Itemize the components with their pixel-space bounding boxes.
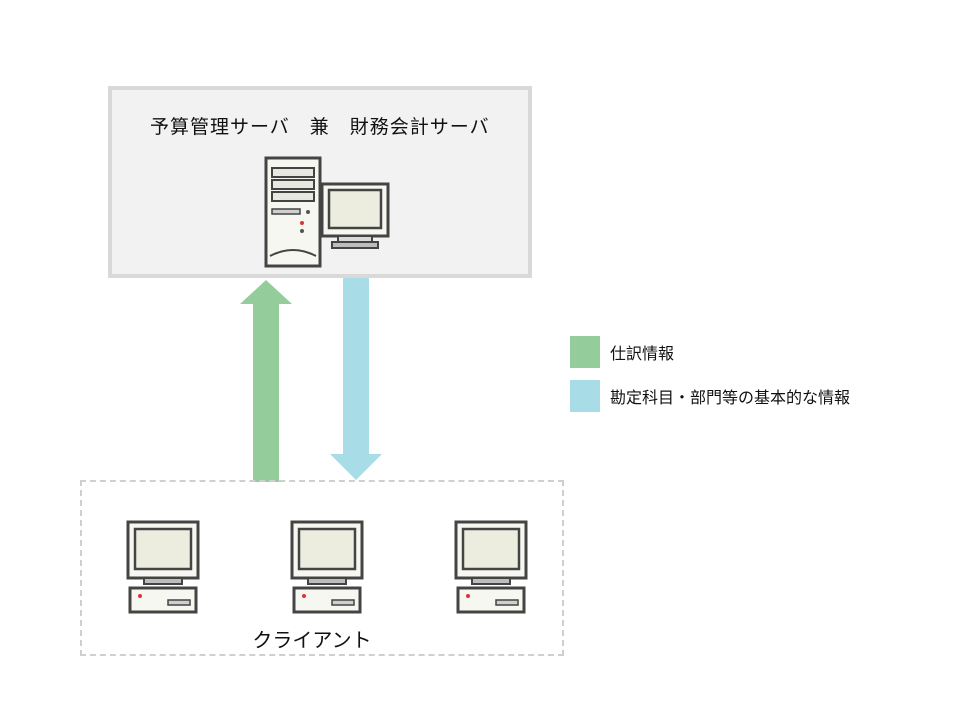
legend-label: 仕訳情報 xyxy=(610,344,675,363)
journal-info-arrow xyxy=(240,280,292,482)
desktop-computer-icon xyxy=(126,520,200,614)
legend-item-master: 勘定科目・部門等の基本的な情報 xyxy=(570,380,850,412)
server-box: 予算管理サーバ 兼 財務会計サーバ xyxy=(108,86,532,278)
legend-item-journal: 仕訳情報 xyxy=(570,336,674,368)
server-tower-icon xyxy=(264,156,322,268)
client-title: クライアント xyxy=(252,628,372,652)
master-info-arrow xyxy=(330,278,382,480)
desktop-computer-icon xyxy=(454,520,528,614)
client-box: クライアント xyxy=(80,480,564,656)
legend-swatch-blue xyxy=(570,380,600,412)
legend-swatch-green xyxy=(570,336,600,368)
monitor-icon xyxy=(320,182,390,249)
legend-label: 勘定科目・部門等の基本的な情報 xyxy=(610,388,851,407)
desktop-computer-icon xyxy=(290,520,364,614)
server-title: 予算管理サーバ 兼 財務会計サーバ xyxy=(150,116,490,138)
